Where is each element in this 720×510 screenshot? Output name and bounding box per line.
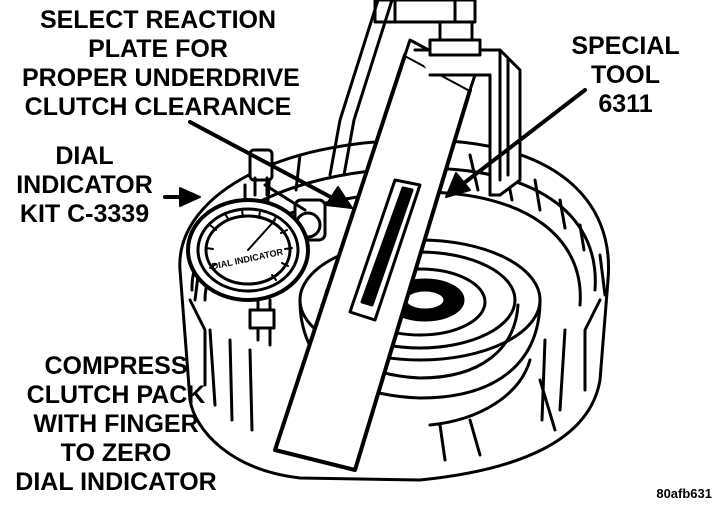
label-line: DIAL INDICATOR: [15, 468, 217, 496]
label-line: DIAL: [55, 142, 114, 170]
dial-indicator-kit-label: DIAL INDICATOR KIT C-3339: [2, 142, 167, 229]
label-line: INDICATOR: [16, 171, 153, 199]
label-line: WITH FINGER: [33, 410, 199, 438]
label-line: KIT C-3339: [19, 200, 150, 228]
label-line: CLUTCH PACK: [26, 381, 206, 409]
label-line: TO ZERO: [60, 439, 172, 467]
compress-clutch-pack-label: COMPRESS CLUTCH PACK WITH FINGER TO ZERO…: [0, 352, 232, 497]
figure-id: 80afb631: [656, 486, 712, 501]
leader-arrows: [163, 88, 587, 209]
label-line: 6311: [598, 90, 653, 118]
label-line: PROPER UNDERDRIVE: [22, 64, 300, 92]
label-line: PLATE FOR: [88, 35, 228, 63]
label-line: COMPRESS: [44, 352, 188, 380]
select-reaction-plate-label: SELECT REACTION PLATE FOR PROPER UNDERDR…: [22, 6, 300, 122]
dial-indicator-gauge: [186, 198, 310, 302]
special-tool-label: SPECIAL TOOL 6311: [553, 32, 698, 119]
label-line: SPECIAL: [571, 32, 680, 60]
label-line: CLUTCH CLEARANCE: [24, 93, 292, 121]
label-line: TOOL: [591, 61, 660, 89]
label-line: SELECT REACTION: [39, 6, 277, 34]
